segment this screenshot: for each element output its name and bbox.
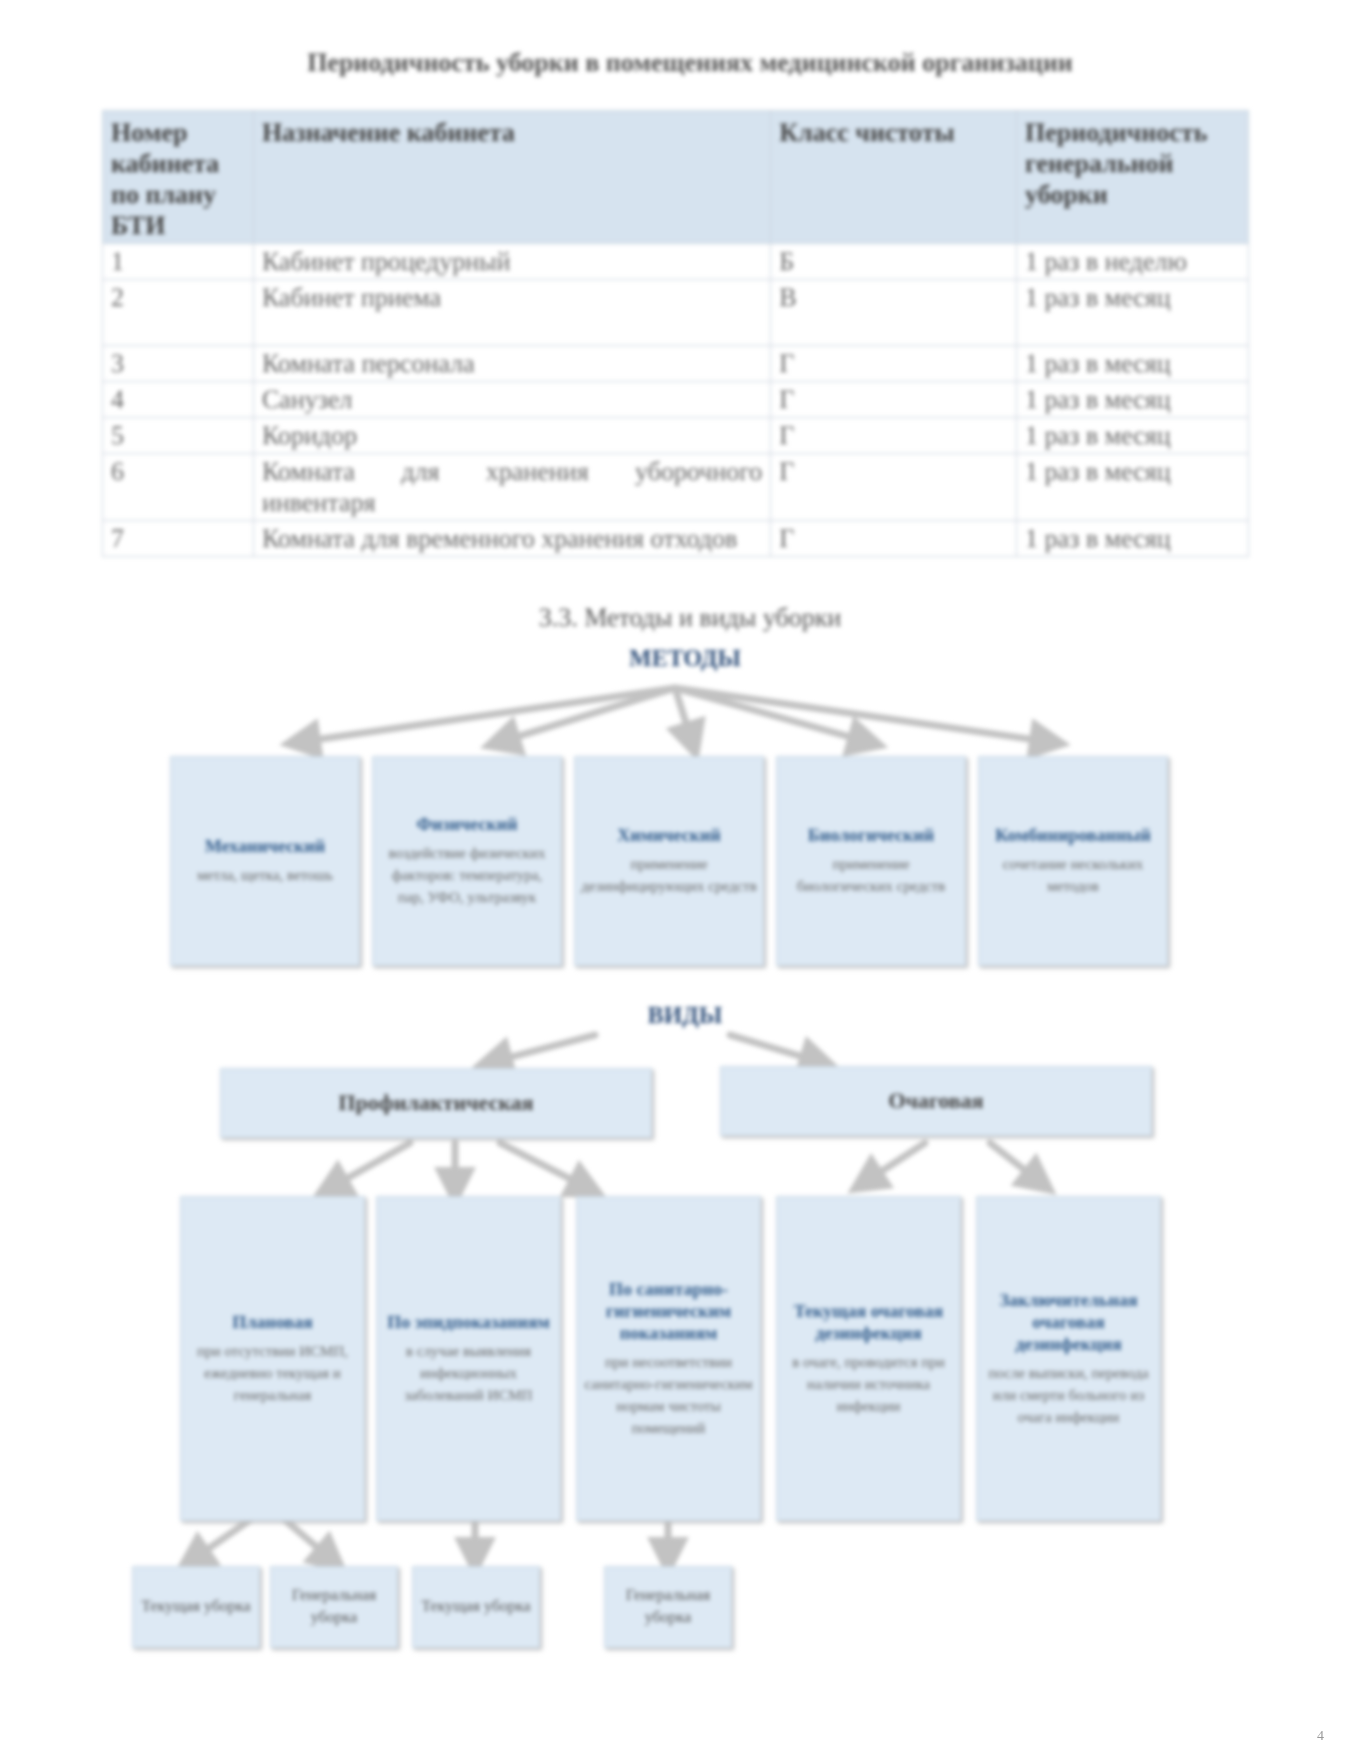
cell-cleanliness-class: Г [770, 453, 1018, 521]
cell-cleaning-frequency: 1 раз в месяц [1016, 279, 1249, 346]
cleaning-subtype-box: Генеральная уборка [604, 1566, 732, 1648]
method-title: Механический [204, 836, 326, 856]
type-description: после выписки, перевода или смерти больн… [988, 1365, 1149, 1426]
method-title: Физический [416, 814, 518, 834]
method-description: сочетание нескольких методов [1002, 857, 1144, 895]
method-description: метла, щетка, ветошь [197, 868, 333, 884]
method-title: Биологический [807, 825, 935, 845]
table-row: 7 Комната для временного хранения отходо… [102, 520, 1249, 557]
type-title: По эпидпоказаниям [387, 1311, 550, 1332]
type-description: в очаге, проводится при наличии источник… [792, 1354, 945, 1415]
cell-room-number: 7 [102, 520, 254, 557]
method-box: Физический воздействие физических фактор… [372, 756, 562, 966]
cleaning-subtype-box: Текущая уборка [412, 1566, 540, 1648]
type-box: Заключительная очаговая дезинфекция посл… [976, 1196, 1161, 1521]
type-box: По санитарно-гигиеническим показаниям пр… [576, 1196, 761, 1521]
connector-arrow [311, 1139, 414, 1199]
cell-room-purpose: Комната для временного хранения отходов [252, 520, 772, 557]
type-title: По санитарно-гигиеническим показаниям [605, 1278, 732, 1343]
type-box: Плановая при отсутствии ИСМП, ежедневно … [180, 1196, 365, 1521]
method-title: Химический [617, 825, 721, 845]
cell-room-purpose: Кабинет процедурный [252, 243, 772, 280]
cell-cleaning-frequency: 1 раз в месяц [1016, 453, 1249, 521]
cell-room-number: 6 [102, 453, 254, 521]
methods-root-label: МЕТОДЫ [629, 646, 741, 672]
cell-room-number: 2 [102, 279, 254, 346]
method-box: Химический применение дезинфицирующих ср… [574, 756, 764, 966]
method-box: Механический метла, щетка, ветошь [170, 756, 360, 966]
cleaning-schedule-table: Номер кабинета по плану БТИ Назначение к… [102, 110, 1249, 557]
method-description: применение дезинфицирующих средств [581, 857, 757, 895]
method-box: Биологический применение биологических с… [776, 756, 966, 966]
table-row: 5 Коридор Г 1 раз в месяц [102, 417, 1249, 454]
type-title: Плановая [232, 1311, 313, 1332]
cell-cleaning-frequency: 1 раз в неделю [1016, 243, 1249, 280]
connector-arrow [671, 684, 1071, 760]
types-root-label: ВИДЫ [647, 1003, 723, 1029]
page-number: 4 [1317, 1729, 1324, 1744]
types-group-box: Очаговая [720, 1066, 1152, 1136]
document-title: Периодичность уборки в помещениях медици… [307, 48, 1073, 77]
method-description: применение биологических средств [796, 857, 946, 895]
column-header-room-number: Номер кабинета по плану БТИ [102, 110, 254, 244]
table-row: 6 Комната для хранения уборочного инвент… [102, 453, 1249, 521]
type-title: Текущая очаговая дезинфекция [793, 1300, 944, 1343]
type-box: По эпидпоказаниям в случае выявления инф… [376, 1196, 561, 1521]
cell-cleaning-frequency: 1 раз в месяц [1016, 381, 1249, 418]
type-box: Текущая очаговая дезинфекция в очаге, пр… [776, 1196, 961, 1521]
cleaning-subtype-box: Генеральная уборка [270, 1566, 398, 1648]
connector-arrow [671, 684, 889, 757]
cell-room-purpose: Кабинет приема [252, 279, 772, 346]
table-header-row: Номер кабинета по плану БТИ Назначение к… [102, 110, 1249, 244]
column-header-room-purpose: Назначение кабинета [252, 110, 772, 244]
connector-arrow [496, 1139, 607, 1198]
connector-arrow [847, 1139, 929, 1194]
connector-arrow [174, 1516, 254, 1572]
type-description: при отсутствии ИСМП, ежедневно текущая и… [197, 1343, 348, 1404]
connector-arrow [665, 684, 706, 763]
cell-cleanliness-class: Г [770, 520, 1018, 557]
table-row: 2 Кабинет приема В 1 раз в месяц [102, 279, 1249, 346]
cell-cleaning-frequency: 1 раз в месяц [1016, 417, 1249, 454]
cell-cleanliness-class: Г [770, 381, 1018, 418]
table-row: 4 Санузел Г 1 раз в месяц [102, 381, 1249, 418]
section-title: 3.3. Методы и виды уборки [538, 603, 842, 632]
method-box: Комбинированный сочетание нескольких мет… [978, 756, 1168, 966]
cell-cleaning-frequency: 1 раз в месяц [1016, 520, 1249, 557]
cell-cleanliness-class: Б [770, 243, 1018, 280]
connector-arrow [986, 1139, 1057, 1195]
cell-cleanliness-class: В [770, 279, 1018, 346]
connector-arrow [471, 1031, 599, 1077]
cleaning-subtype-box: Текущая уборка [132, 1566, 260, 1648]
type-description: в случае выявления инфекционных заболева… [404, 1343, 533, 1404]
column-header-cleanliness-class: Класс чистоты [770, 110, 1018, 244]
connector-arrow [726, 1031, 841, 1077]
type-title: Заключительная очаговая дезинфекция [999, 1289, 1138, 1354]
method-description: воздействие физических факторов: темпера… [388, 846, 546, 906]
connector-arrow [479, 684, 679, 756]
connector-arrow [281, 1516, 348, 1574]
connector-arrow [279, 684, 679, 760]
cell-room-number: 5 [102, 417, 254, 454]
cell-room-purpose: Комната для хранения уборочного инвентар… [252, 453, 772, 521]
types-group-box: Профилактическая [220, 1068, 652, 1138]
type-description: при несоответствии санитарно-гигиеническ… [584, 1354, 753, 1437]
method-title: Комбинированный [995, 825, 1151, 845]
